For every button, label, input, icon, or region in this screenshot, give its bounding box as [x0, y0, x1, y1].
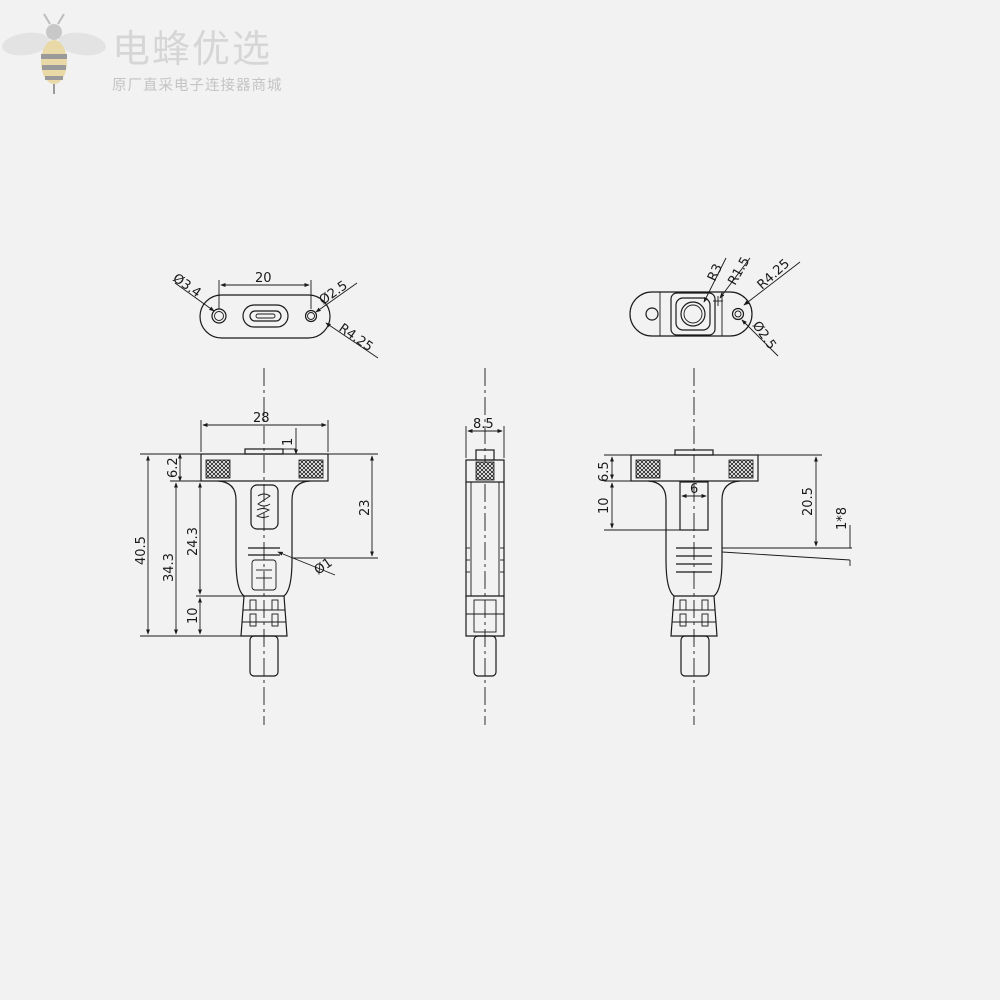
dim-hole-dia: Ø2.5 [749, 319, 779, 353]
brand-title: 电蜂优选 [112, 27, 273, 71]
dim-window-height: 10 [597, 497, 612, 514]
brand-subtitle: 原厂直采电子连接器商城 [112, 78, 283, 94]
dim-thickness: 8.5 [473, 417, 494, 432]
end-view [629, 257, 801, 357]
dim-end-radius: R4.25 [336, 321, 376, 355]
front-view [140, 368, 378, 725]
dim-body-height: 23 [358, 499, 373, 516]
dim-back-flange-height: 6.5 [597, 461, 612, 482]
dim-mid-height: 34.3 [162, 553, 177, 582]
side-view [465, 368, 505, 725]
dim-back-body-height: 20.5 [801, 487, 816, 516]
dim-width: 28 [253, 411, 270, 426]
dim-boot-height: 10 [186, 607, 201, 624]
dim-cable: 1*8 [835, 507, 850, 530]
dim-lower-height: 24.3 [186, 527, 201, 556]
dim-pin-dia: Ø1 [312, 555, 336, 578]
dim-flange-height: 6.2 [166, 457, 181, 478]
dim-hole-pitch: 20 [255, 271, 272, 286]
dim-r-inner: R3 [705, 262, 726, 284]
dim-total-height: 40.5 [134, 536, 149, 565]
dim-r-outer: R4.25 [755, 256, 793, 293]
back-view [604, 368, 852, 725]
dim-hole-right-dia: Ø2.5 [317, 278, 351, 308]
dim-flange-gap: 1 [281, 438, 296, 446]
top-view [174, 280, 379, 359]
bee-logo-icon [2, 13, 106, 94]
dim-window-width: 6 [690, 482, 698, 497]
dim-hole-left-dia: Ø3.4 [170, 271, 204, 301]
